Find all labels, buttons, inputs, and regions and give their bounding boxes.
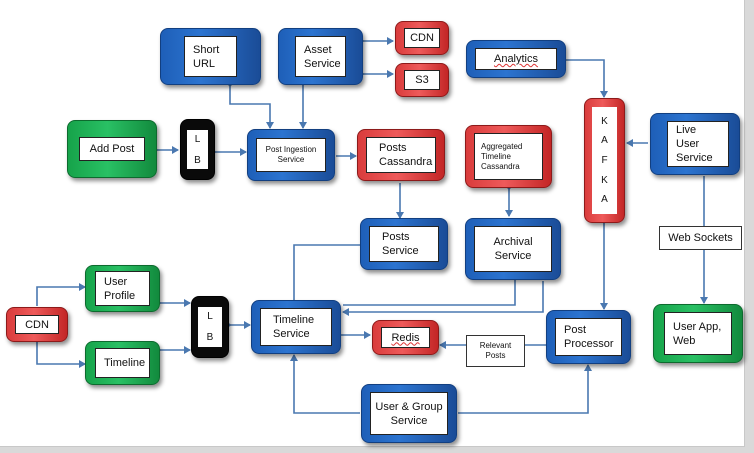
user-group-service-label: User & Group Service [370,392,448,435]
archival-service-node[interactable]: Archival Service [465,218,561,280]
kafka-letter-k2: K [601,174,608,186]
redis-node[interactable]: Redis [372,320,439,355]
lb-top-letter-l: L [194,133,201,145]
user-profile-label: User Profile [95,271,150,306]
user-group-service-node[interactable]: User & Group Service [361,384,457,443]
lb-bottom-node[interactable]: L B [191,296,229,358]
lb-top-letter-b: B [194,154,201,166]
lb-bottom-letter-l: L [207,311,213,322]
user-app-web-node[interactable]: User App, Web [653,304,743,363]
user-profile-node[interactable]: User Profile [85,265,160,312]
web-sockets-label: Web Sockets [659,226,742,250]
asset-service-label: Asset Service [295,36,346,77]
arrow-cdnleft-userprofile [36,283,86,306]
arrow-usergroup-timeline [290,354,360,414]
live-user-service-node[interactable]: Live User Service [650,113,740,175]
redis-label: Redis [381,327,430,348]
timeline-node[interactable]: Timeline [85,341,160,385]
asset-service-node[interactable]: Asset Service [278,28,363,85]
arrow-archival-timeline-a [342,281,544,316]
lb-bottom-letter-b: B [206,332,214,343]
kafka-letter-k: K [601,115,608,127]
aggregated-timeline-cassandra-node[interactable]: Aggregated Timeline Cassandra [465,125,552,188]
s3-label: S3 [404,70,440,90]
live-user-service-label: Live User Service [667,121,729,167]
analytics-text: Analytics [493,53,539,65]
user-app-web-label: User App, Web [664,312,732,355]
posts-cassandra-node[interactable]: Posts Cassandra [357,129,445,181]
cdn-top-label: CDN [404,28,440,48]
analytics-node[interactable]: Analytics [466,40,566,78]
kafka-letter-a2: A [601,194,608,206]
post-processor-label: Post Processor [555,318,622,356]
add-post-label: Add Post [79,137,145,161]
arrow-postsservice-timeline [293,244,364,300]
add-post-node[interactable]: Add Post [67,120,157,178]
arrow-usergroup-postprocessor [458,364,592,414]
short-url-node[interactable]: Short URL [160,28,261,85]
post-ingestion-service-label: Post Ingestion Service [256,138,326,172]
posts-cassandra-label: Posts Cassandra [366,137,436,173]
arrow-cdnleft-timeline [36,342,86,368]
timeline-service-label: Timeline Service [260,308,332,346]
arrow-shorturl-ingestion [226,81,274,129]
lb-top-node[interactable]: L B [180,119,215,180]
relevant-posts-label: Relevant Posts [466,335,525,367]
timeline-service-node[interactable]: Timeline Service [251,300,341,354]
redis-text: Redis [391,331,420,344]
kafka-letter-a1: A [601,135,608,147]
post-ingestion-service-node[interactable]: Post Ingestion Service [247,129,335,181]
posts-service-node[interactable]: Posts Service [360,218,448,270]
cdn-top-node[interactable]: CDN [395,21,449,55]
arrow-archival-timeline-b [343,275,519,306]
kafka-letter-f: F [601,154,608,166]
posts-service-label: Posts Service [369,226,439,262]
archival-service-label: Archival Service [474,226,552,272]
timeline-label: Timeline [95,348,150,378]
post-processor-node[interactable]: Post Processor [546,310,631,364]
lb-top-letters: L B [187,130,208,169]
aggregated-timeline-cassandra-label: Aggregated Timeline Cassandra [474,133,543,180]
short-url-label: Short URL [184,36,237,77]
s3-node[interactable]: S3 [395,63,449,97]
kafka-letters: K A F K A [592,107,617,214]
cdn-left-label: CDN [15,315,59,334]
cdn-left-node[interactable]: CDN [6,307,68,342]
analytics-label: Analytics [475,48,557,70]
lb-bottom-letters: L B [198,307,222,347]
kafka-node[interactable]: K A F K A [584,98,625,223]
arrow-analytics-kafka [566,59,608,98]
